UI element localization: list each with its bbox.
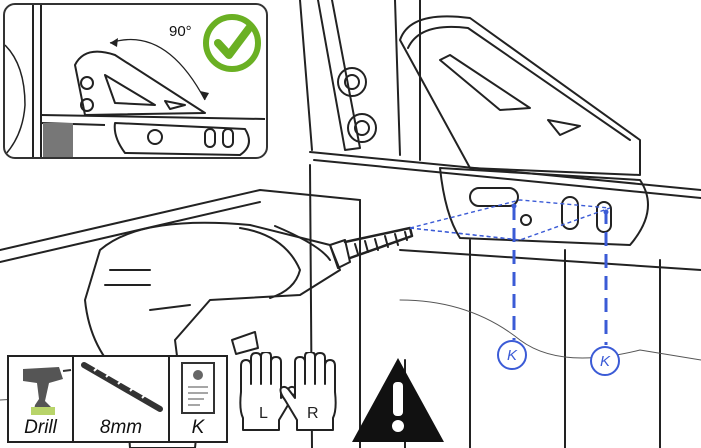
tool-label-bit-size: 8mm bbox=[99, 417, 143, 438]
warning-icon bbox=[352, 358, 444, 442]
tool-label-k: K bbox=[191, 417, 205, 438]
tools-panel: Drill 8mm K bbox=[7, 355, 228, 443]
gloves-icon: L R bbox=[239, 352, 337, 431]
glove-left-label: L bbox=[259, 405, 268, 422]
hardware-bag-icon bbox=[181, 362, 215, 414]
tool-drill: Drill bbox=[9, 357, 74, 441]
detail-inset: 90° bbox=[3, 3, 268, 159]
checkmark-icon bbox=[203, 14, 261, 72]
tool-drill-bit: 8mm bbox=[74, 357, 170, 441]
callout-k-left: K bbox=[497, 340, 527, 370]
drill-icon bbox=[23, 367, 72, 415]
angle-label: 90° bbox=[169, 23, 192, 40]
tool-k-package: K bbox=[170, 357, 226, 441]
glove-right-label: R bbox=[307, 405, 319, 422]
tool-label-drill: Drill bbox=[24, 417, 57, 438]
drill-bit-icon bbox=[81, 362, 163, 412]
callout-k-right: K bbox=[590, 346, 620, 376]
bracket-detail-drawing bbox=[5, 5, 266, 157]
